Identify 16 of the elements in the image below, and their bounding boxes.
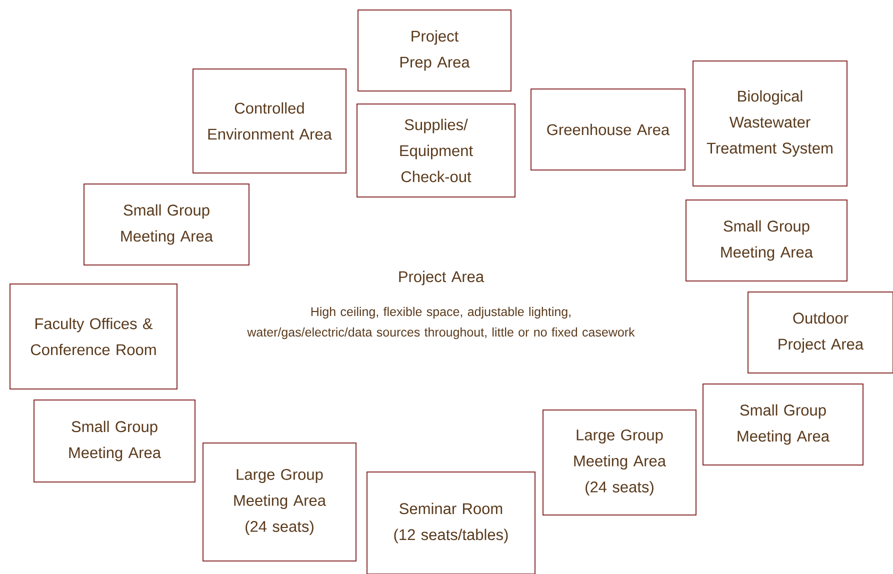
area-box: Small Group Meeting Area [84, 184, 250, 266]
heading: Project Area [399, 270, 484, 286]
area-box: Large Group Meeting Area (24 seats) [202, 442, 356, 562]
area-box: Greenhouse Area [530, 88, 686, 170]
area-box: Small Group Meeting Area [686, 200, 848, 282]
area-box: Supplies/ Equipment Check-out [356, 104, 516, 198]
area-box: Faculty Offices & Conference Room [10, 284, 178, 390]
area-box: Project Prep Area [358, 10, 512, 92]
area-box: Small Group Meeting Area [702, 384, 864, 466]
area-box: Outdoor Project Area [748, 292, 893, 374]
area-box: Seminar Room (12 seats/tables) [366, 472, 536, 574]
description: High ceiling, flexible space, adjustable lighting, water/gas/electric/data sources throughout, little or no fixed casework [247, 306, 635, 340]
area-box: Small Group Meeting Area [34, 400, 196, 482]
area-box: Biological Wastewater Treatment System [692, 60, 848, 186]
area-box: Controlled Environment Area [192, 68, 346, 174]
area-box: Large Group Meeting Area (24 seats) [542, 410, 696, 516]
